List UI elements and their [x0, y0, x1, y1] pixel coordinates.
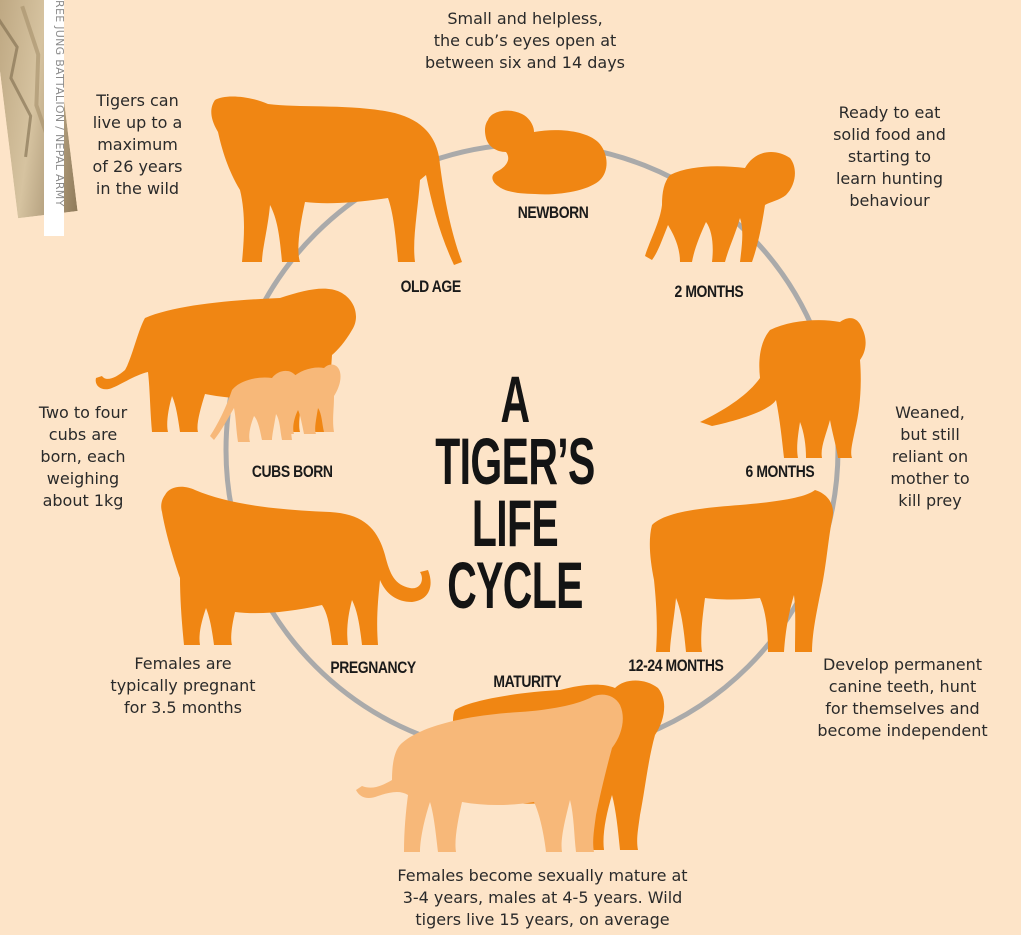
- old-age-tiger-icon: [211, 97, 462, 265]
- pregnant-tigress-icon: [161, 487, 430, 645]
- description-12-24-months: Develop permanent canine teeth, hunt for…: [800, 654, 1005, 742]
- two-month-cub-icon: [645, 152, 795, 262]
- description-cubs-born: Two to four cubs are born, each weighing…: [18, 402, 148, 512]
- stage-label-pregnancy: PREGNANCY: [330, 658, 415, 678]
- female-tiger-icon: [356, 695, 623, 852]
- description-newborn: Small and helpless, the cub’s eyes open …: [405, 8, 645, 74]
- stage-label-cubs-born: CUBS BORN: [252, 462, 333, 482]
- description-maturity: Females become sexually mature at 3-4 ye…: [355, 865, 730, 931]
- diagram-title: A TIGER’S LIFE CYCLE: [431, 368, 598, 616]
- stage-label-2-months: 2 MONTHS: [675, 282, 744, 302]
- juvenile-tiger-icon: [650, 490, 833, 652]
- description-6-months: Weaned, but still reliant on mother to k…: [870, 402, 990, 512]
- stage-label-6-months: 6 MONTHS: [746, 462, 815, 482]
- stage-label-newborn: NEWBORN: [518, 203, 589, 223]
- description-old-age: Tigers can live up to a maximum of 26 ye…: [75, 90, 200, 200]
- stage-label-maturity: MATURITY: [493, 672, 561, 692]
- six-month-tiger-icon: [700, 318, 866, 458]
- description-2-months: Ready to eat solid food and starting to …: [812, 102, 967, 212]
- newborn-cub-icon: [485, 111, 607, 195]
- stage-label-old-age: OLD AGE: [401, 277, 461, 297]
- description-pregnancy: Females are typically pregnant for 3.5 m…: [88, 653, 278, 719]
- stage-label-12-24-months: 12-24 MONTHS: [628, 656, 723, 676]
